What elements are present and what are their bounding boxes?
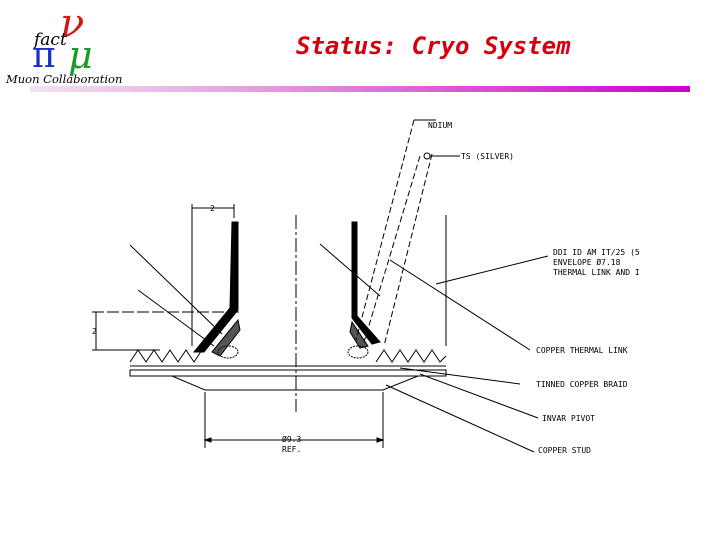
label-tinned-copper-braid: TINNED COPPER BRAID bbox=[536, 380, 628, 389]
label-ref: REF. bbox=[282, 445, 301, 454]
fact-logo: ν fact π μ Muon Collaboration bbox=[4, 4, 130, 88]
title-underline-rule bbox=[30, 86, 690, 92]
invar-pivot-shape bbox=[171, 375, 419, 391]
label-indium: NDIUM bbox=[428, 121, 452, 130]
label-ts-silver: TS (SILVER) bbox=[461, 152, 514, 161]
logo-fact: fact bbox=[34, 30, 67, 50]
left-thermal-link bbox=[192, 221, 239, 353]
base-plate bbox=[129, 369, 447, 377]
logo-mu: μ bbox=[68, 33, 93, 77]
label-dim-top: 2 bbox=[210, 204, 215, 213]
label-diameter: Ø9.3 bbox=[282, 434, 301, 444]
logo-pi: π bbox=[32, 35, 56, 76]
label-note-line2: ENVELOPE Ø7.18 bbox=[553, 257, 621, 267]
label-copper-thermal-link: COPPER THERMAL LINK bbox=[536, 346, 628, 355]
right-thermal-link bbox=[351, 221, 381, 345]
label-note-line3: THERMAL LINK AND I bbox=[553, 268, 640, 277]
label-dim-side: 2 bbox=[92, 327, 97, 336]
slide-title: Status: Cryo System bbox=[296, 32, 571, 60]
logo-nu: ν bbox=[60, 1, 85, 47]
label-invar-pivot: INVAR PIVOT bbox=[542, 414, 595, 423]
label-note-line1: DDI ID AM IT/25 (5 bbox=[553, 248, 640, 257]
logo-collaboration-text: Muon Collaboration bbox=[6, 72, 123, 86]
label-copper-stud: COPPER STUD bbox=[538, 446, 591, 455]
